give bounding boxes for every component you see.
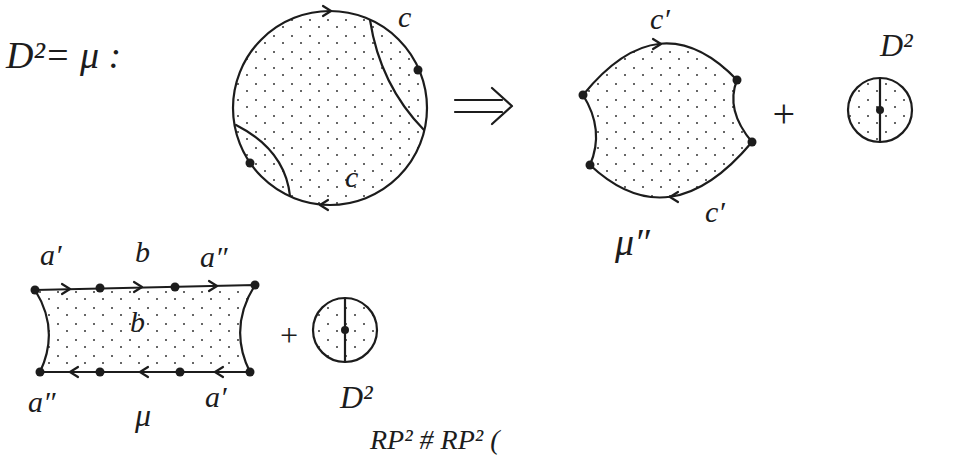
math-label: a″ xyxy=(28,385,56,418)
math-label: c xyxy=(398,0,411,33)
arrow-head xyxy=(62,281,217,294)
arrow-head xyxy=(653,39,661,49)
math-label: c′ xyxy=(650,2,670,35)
arrow-head xyxy=(323,6,331,16)
math-label: D² xyxy=(340,380,373,415)
disk-outline xyxy=(233,11,427,205)
band-outline xyxy=(583,43,752,197)
math-label: D²= μ : xyxy=(6,35,121,77)
band-outline xyxy=(35,285,255,372)
math-label: D² xyxy=(880,28,913,63)
math-label: μ xyxy=(135,398,151,433)
arrow-head xyxy=(70,367,223,377)
math-label: + xyxy=(278,318,300,353)
math-label: + xyxy=(770,92,797,136)
math-label: b xyxy=(135,235,150,268)
math-label: a′ xyxy=(40,238,62,271)
implies-arrow xyxy=(455,88,512,124)
math-label: RP² # RP² ( xyxy=(370,425,500,456)
math-label: b xyxy=(130,305,145,338)
vertex-dots xyxy=(31,66,885,377)
math-label: c xyxy=(345,160,358,193)
arrow-head xyxy=(320,200,328,210)
arrow-head xyxy=(670,192,678,202)
cut-arc xyxy=(236,125,290,196)
math-label: a′ xyxy=(205,380,227,413)
math-label: c′ xyxy=(705,195,725,228)
small-disk xyxy=(848,78,912,142)
small-disk xyxy=(313,298,377,362)
cut-arc xyxy=(370,20,424,130)
math-label: μ″ xyxy=(615,222,650,264)
math-label: a″ xyxy=(200,240,228,273)
